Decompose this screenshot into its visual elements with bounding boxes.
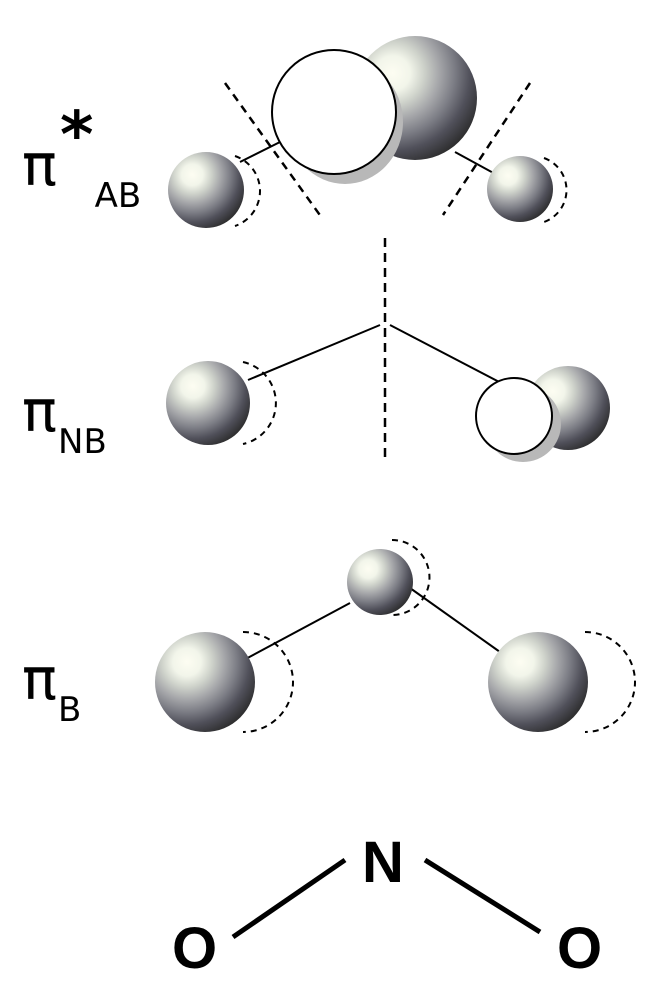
atom-n: N	[362, 830, 404, 895]
label-pi-bonding: π B	[22, 650, 81, 727]
label-pi-nonbonding: π NB	[22, 382, 107, 459]
bond-line	[389, 324, 506, 386]
p-lobe-dashed	[242, 631, 294, 733]
bond-line	[409, 587, 501, 653]
n-o-bond	[231, 857, 347, 940]
p-lobe-shaded	[166, 361, 250, 445]
bonding-orbital	[155, 539, 636, 733]
star-symbol: *	[60, 99, 94, 173]
p-lobe-white	[271, 49, 397, 175]
pi-symbol: π	[22, 377, 57, 445]
subscript: B	[58, 690, 82, 730]
p-lobe-shaded	[487, 156, 553, 222]
p-lobe-white	[475, 377, 553, 455]
p-lobe-shaded	[168, 152, 244, 228]
p-lobe-shaded	[155, 632, 255, 732]
bond-line	[247, 324, 381, 381]
label-pi-antibonding: π * AB	[22, 104, 141, 213]
nodal-plane	[441, 82, 532, 216]
pi-symbol: π	[22, 131, 57, 199]
p-lobe-shaded	[347, 549, 413, 615]
p-lobe-dashed	[234, 155, 261, 227]
atom-o-right: O	[557, 916, 603, 981]
bond-line	[239, 602, 351, 663]
antibonding-orbital	[168, 36, 568, 228]
nonbonding-orbital	[166, 238, 610, 462]
p-lobe-dashed	[584, 631, 636, 733]
atom-o-left: O	[172, 916, 218, 981]
p-lobe-dashed	[391, 539, 431, 616]
no2-skeleton	[231, 857, 542, 940]
p-lobe-dashed	[242, 361, 277, 445]
p-lobe-shaded	[488, 632, 588, 732]
subscript: AB	[94, 176, 142, 216]
n-o-bond	[423, 857, 542, 935]
subscript: NB	[58, 422, 107, 462]
pi-symbol: π	[22, 645, 57, 713]
